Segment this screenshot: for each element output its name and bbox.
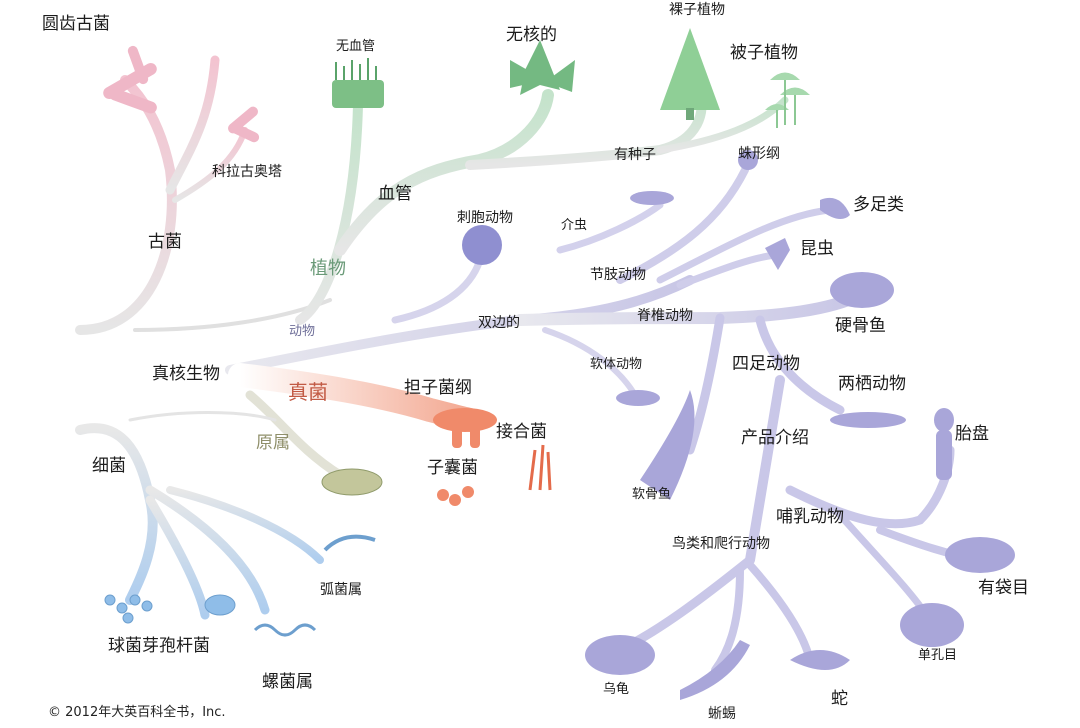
bilateral-label: 双边的 <box>478 315 520 331</box>
moss-icon <box>332 58 384 108</box>
vertebrates-label: 脊椎动物 <box>637 308 693 324</box>
fungi-label: 真菌 <box>288 380 328 404</box>
archaea-label: 古菌 <box>148 232 182 252</box>
gymnosperms-label: 裸子植物 <box>669 2 725 18</box>
cartilaginous-fish-label: 软骨鱼 <box>632 487 672 502</box>
angiosperms-label: 被子植物 <box>730 43 798 63</box>
placentals-label: 胎盘 <box>955 424 989 444</box>
bacteria-icons <box>104 534 376 637</box>
insects-label: 昆虫 <box>800 239 834 259</box>
amphibians-label: 两栖动物 <box>838 374 906 394</box>
animal-icons <box>462 150 1015 700</box>
tetrapods-label: 四足动物 <box>732 354 800 374</box>
copyright-text: © 2012年大英百科全书，Inc. <box>48 705 226 720</box>
myriapods-label: 多足类 <box>853 195 904 215</box>
conifer-icon <box>660 28 720 120</box>
arachnids-label: 蛛形纲 <box>738 146 780 162</box>
basidiomycetes-label: 担子菌纲 <box>404 378 472 398</box>
amniotes-label: 产品介绍 <box>741 428 809 448</box>
animals-label: 动物 <box>289 324 316 339</box>
cnidarians-label: 刺胞动物 <box>457 210 513 226</box>
turtle-label: 乌龟 <box>603 682 630 697</box>
seedless-label: 无核的 <box>506 25 557 45</box>
bacteria-branches <box>75 411 324 620</box>
plants-label: 植物 <box>310 258 346 279</box>
seeded-label: 有种子 <box>614 147 656 163</box>
vascular-label: 血管 <box>378 184 412 204</box>
avascular-label: 无血管 <box>336 39 376 54</box>
fungi-icons <box>433 408 552 506</box>
bony-fish-label: 硬骨鱼 <box>835 316 886 336</box>
spirilla-label: 螺菌属 <box>262 672 313 692</box>
arthropods-label: 节肢动物 <box>590 267 646 283</box>
bacteria-label: 细菌 <box>92 456 126 476</box>
lizard-label: 蜥蜴 <box>708 706 736 722</box>
bacilli-label: 球菌芽孢杆菌 <box>108 636 210 656</box>
plant-branches <box>295 89 789 325</box>
archaea-cells-icon <box>103 45 260 143</box>
protists-label: 原属 <box>256 433 290 453</box>
molluscs-label: 软体动物 <box>590 357 643 372</box>
archaea-header-label: 圆齿古菌 <box>42 14 110 34</box>
fern-icon <box>510 40 575 95</box>
monotremes-label: 单孔目 <box>918 648 958 663</box>
birds-reptiles-label: 鸟类和爬行动物 <box>672 536 770 552</box>
snake-label: 蛇 <box>831 689 848 709</box>
flowering-plant-icon <box>765 72 810 128</box>
vibrio-label: 弧菌属 <box>320 582 362 598</box>
mammals-label: 哺乳动物 <box>776 507 844 527</box>
crustaceans-label: 介虫 <box>561 218 588 233</box>
marsupials-label: 有袋目 <box>978 578 1029 598</box>
protist-icon <box>321 468 383 496</box>
zygomycetes-label: 接合菌 <box>496 422 547 442</box>
ascomycetes-label: 子囊菌 <box>427 458 478 478</box>
korarchaeota-label: 科拉古奥塔 <box>212 164 282 180</box>
eukaryotes-label: 真核生物 <box>152 364 220 384</box>
